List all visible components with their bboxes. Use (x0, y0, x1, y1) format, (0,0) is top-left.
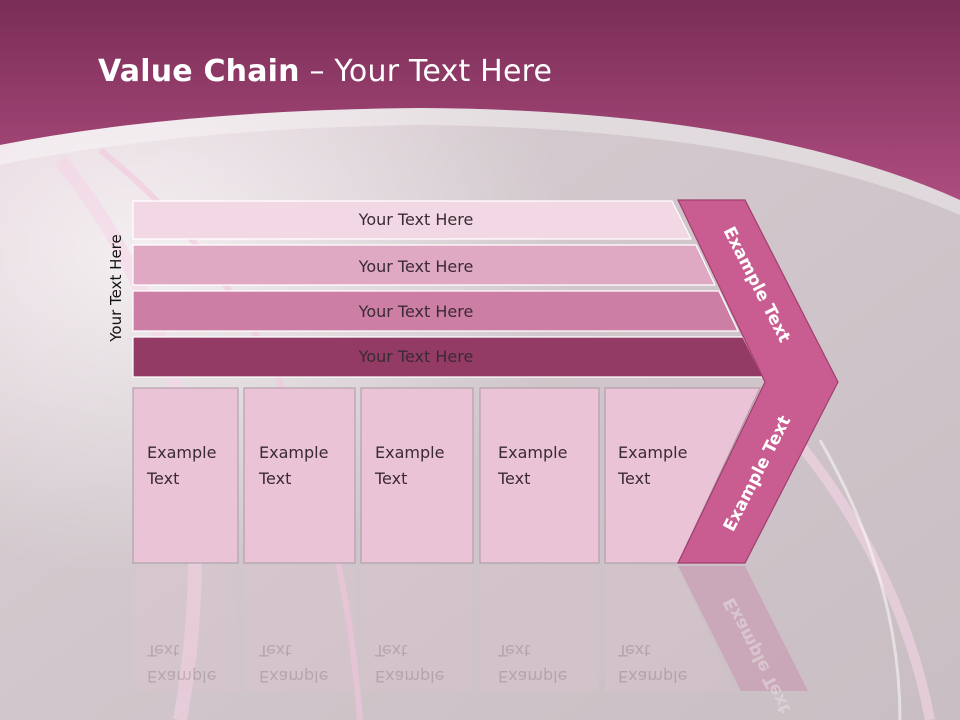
band-1: Your Text Here (132, 200, 692, 240)
cell-3-reflection-line1: Example (375, 667, 444, 686)
cell-2-box (243, 387, 356, 564)
band-2-shape (132, 244, 716, 286)
band-3-shape (132, 290, 739, 332)
cell-4-box (479, 387, 600, 564)
page-title: Value Chain – Your Text Here (98, 54, 553, 89)
cell-2: Example Text (243, 387, 356, 564)
cell-1-line2: Text (146, 469, 179, 488)
cell-1-line1: Example (147, 443, 216, 462)
band-1-shape (132, 200, 692, 240)
cell-2-reflection-line1: Example (259, 667, 328, 686)
band-4: Your Text Here (132, 336, 764, 378)
band-3: Your Text Here (132, 290, 739, 332)
cell-3-line1: Example (375, 443, 444, 462)
cell-5-line1: Example (618, 443, 687, 462)
cell-5: Example Text (604, 387, 761, 564)
cell-5-reflection-line1: Example (618, 667, 687, 686)
cell-4-line2: Text (497, 469, 530, 488)
band-1-label: Your Text Here (358, 210, 474, 229)
cell-2-reflection-line2: Text (258, 641, 291, 660)
cell-3: Example Text (360, 387, 474, 564)
cell-4-reflection-line2: Text (497, 641, 530, 660)
cell-4: Example Text (479, 387, 600, 564)
cell-2-line1: Example (259, 443, 328, 462)
band-2: Your Text Here (132, 244, 716, 286)
cell-3-box (360, 387, 474, 564)
margin-chevron-shape (677, 199, 839, 564)
cell-3-reflection-line2: Text (374, 641, 407, 660)
cell-5-line2: Text (617, 469, 650, 488)
diagram-reflection: Example Text Example Text Example Text E… (133, 566, 808, 716)
cell-3-line2: Text (374, 469, 407, 488)
band-2-label: Your Text Here (358, 257, 474, 276)
cell-2-line2: Text (258, 469, 291, 488)
cell-5-reflection-line2: Text (617, 641, 650, 660)
cell-4-line1: Example (498, 443, 567, 462)
cell-1: Example Text (132, 387, 239, 564)
cell-1-box (132, 387, 239, 564)
cell-4-reflection-line1: Example (498, 667, 567, 686)
band-3-label: Your Text Here (358, 302, 474, 321)
band-4-label: Your Text Here (358, 347, 474, 366)
cell-1-reflection-line1: Example (147, 667, 216, 686)
cell-1-reflection-line2: Text (146, 641, 179, 660)
